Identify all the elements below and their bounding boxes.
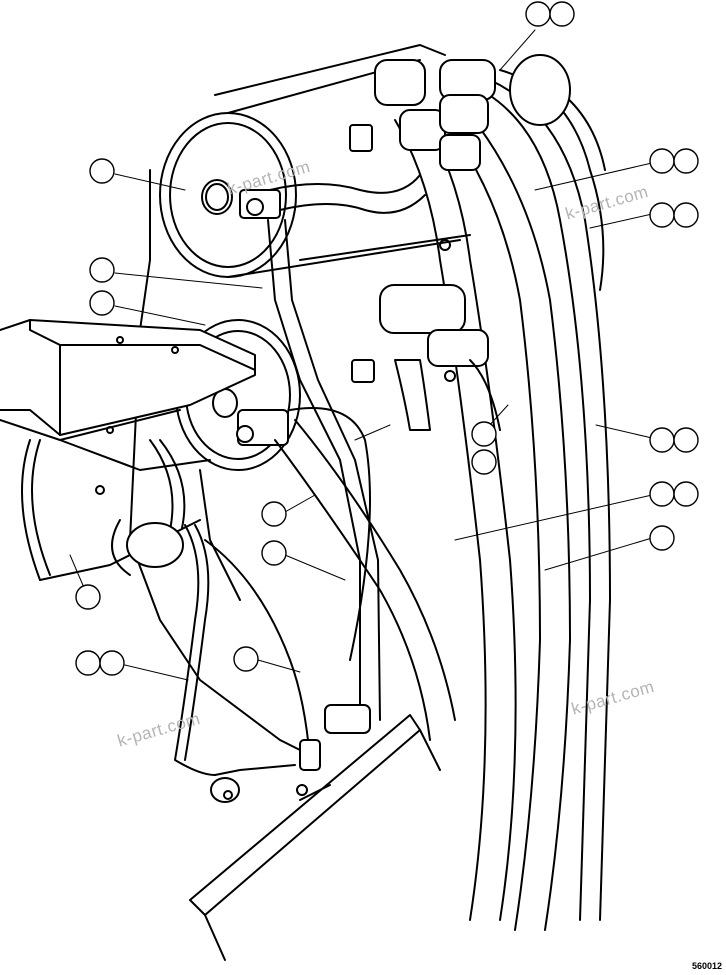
hose-fittings-mid	[351, 284, 501, 431]
hose-bundle	[394, 69, 611, 931]
nuts	[236, 198, 456, 443]
ground-wire	[174, 524, 371, 803]
frame-rail	[189, 714, 441, 961]
callout-circle	[673, 427, 699, 453]
callout-circle	[261, 540, 287, 566]
callouts	[75, 1, 699, 676]
callout-circle	[471, 449, 497, 475]
figure-number: 560012	[691, 961, 722, 971]
callout-circle	[673, 481, 699, 507]
callout-circle	[89, 158, 115, 184]
callout-circle	[471, 421, 497, 447]
callout-circle	[75, 584, 101, 610]
callout-circle	[649, 148, 675, 174]
callout-circle	[89, 257, 115, 283]
callout-circle	[75, 650, 101, 676]
mounting-plate	[129, 44, 471, 761]
callout-circle	[549, 1, 575, 27]
callout-circle	[89, 290, 115, 316]
callout-circle	[673, 202, 699, 228]
callout-circle	[649, 202, 675, 228]
callout-circle	[649, 481, 675, 507]
upper-drum	[159, 59, 461, 278]
starter-motor	[0, 319, 256, 581]
callout-circle	[99, 650, 125, 676]
callout-circle	[673, 148, 699, 174]
callout-circle	[649, 525, 675, 551]
callout-circle	[525, 1, 551, 27]
callout-circle	[649, 427, 675, 453]
hose-fittings-top	[349, 54, 571, 171]
callout-circle	[261, 501, 287, 527]
leader-lines	[69, 29, 653, 681]
callout-circle	[233, 646, 259, 672]
